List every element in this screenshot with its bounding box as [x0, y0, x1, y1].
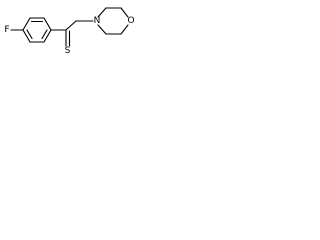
atom-labels: F S N O [4, 16, 134, 56]
ring-bond-6 [22, 29, 31, 43]
morph-bond-3 [120, 7, 129, 18]
bonds [10, 7, 129, 47]
ring-double-bond-2 [41, 29, 48, 40]
ring-double-bond-3 [26, 29, 33, 40]
atom-label-nitrogen: N [94, 16, 101, 26]
atom-label-oxygen: O [127, 16, 134, 26]
ring-bond-3 [43, 17, 52, 31]
chemical-structure: F S N O [4, 7, 135, 56]
atom-label-fluorine: F [4, 25, 9, 35]
ring-bond-1 [22, 17, 31, 31]
morph-bond-1 [97, 7, 107, 18]
morph-bond-4 [120, 24, 129, 35]
atom-label-sulfur: S [65, 46, 71, 56]
ring-bond-4 [43, 29, 52, 43]
morph-bond-6 [97, 24, 107, 35]
bond-c-ch2 [65, 20, 77, 31]
